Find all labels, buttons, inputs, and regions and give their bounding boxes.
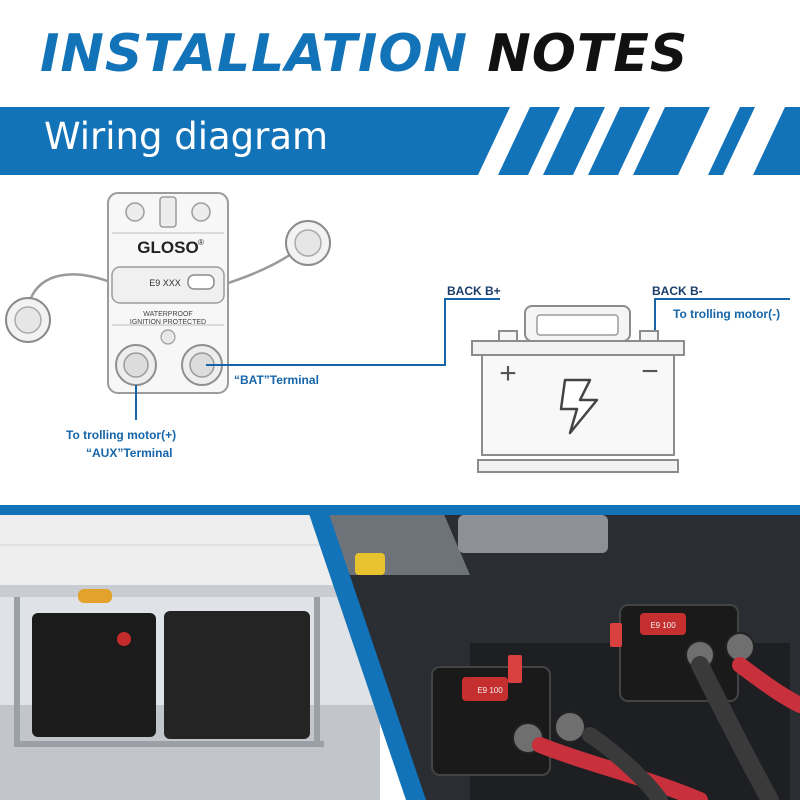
breaker-front-label: E9 100: [477, 686, 503, 695]
breaker-brand: GLOSO: [137, 238, 198, 257]
label-aux-line2: “AUX”Terminal: [86, 446, 173, 460]
section-banner: [0, 107, 800, 175]
lightning-icon: [559, 378, 599, 435]
label-aux-line1: To trolling motor(+): [66, 428, 177, 442]
title-installation: INSTALLATION: [40, 24, 469, 84]
battery-plus-symbol: +: [499, 357, 517, 390]
neg-leader-line: [654, 298, 790, 330]
label-trolling-minus: To trolling motor(-): [673, 307, 781, 321]
breaker-brand-mark: ®: [198, 238, 204, 247]
battery: + −: [471, 305, 685, 473]
breaker-text-waterproof: WATERPROOF: [143, 311, 192, 318]
photo-engine-bay: E9 100 E9 100: [318, 505, 800, 800]
photo-trailer: [0, 505, 380, 800]
bat-terminal: [181, 344, 223, 386]
circuit-breaker: GLOSO ® E9 XXX WATERPROOF IGNITION PROTE…: [107, 192, 229, 394]
page-title: INSTALLATION NOTES: [40, 24, 688, 84]
breaker-back: E9 100: [610, 604, 755, 702]
photo-divider: [306, 505, 426, 800]
breaker-front: E9 100: [431, 655, 586, 776]
cable-end-right: [285, 220, 331, 266]
bat-leader-line: [206, 298, 500, 366]
cable-end-left: [5, 297, 51, 343]
breaker-back-label: E9 100: [650, 621, 676, 630]
aux-terminal: [115, 344, 157, 386]
battery-minus-symbol: −: [641, 355, 659, 388]
title-notes: NOTES: [487, 24, 689, 84]
wiring-diagram: GLOSO ® E9 XXX WATERPROOF IGNITION PROTE…: [5, 192, 790, 473]
label-bat-terminal: “BAT”Terminal: [234, 373, 319, 387]
label-back-b-minus: BACK B-: [652, 284, 703, 298]
label-back-b-plus: BACK B+: [447, 284, 501, 298]
installation-photos: E9 100 E9 100: [0, 505, 800, 800]
breaker-text-ignition: IGNITION PROTECTED: [130, 319, 206, 326]
breaker-model: E9 XXX: [149, 278, 181, 288]
banner-title: Wiring diagram: [44, 115, 329, 158]
